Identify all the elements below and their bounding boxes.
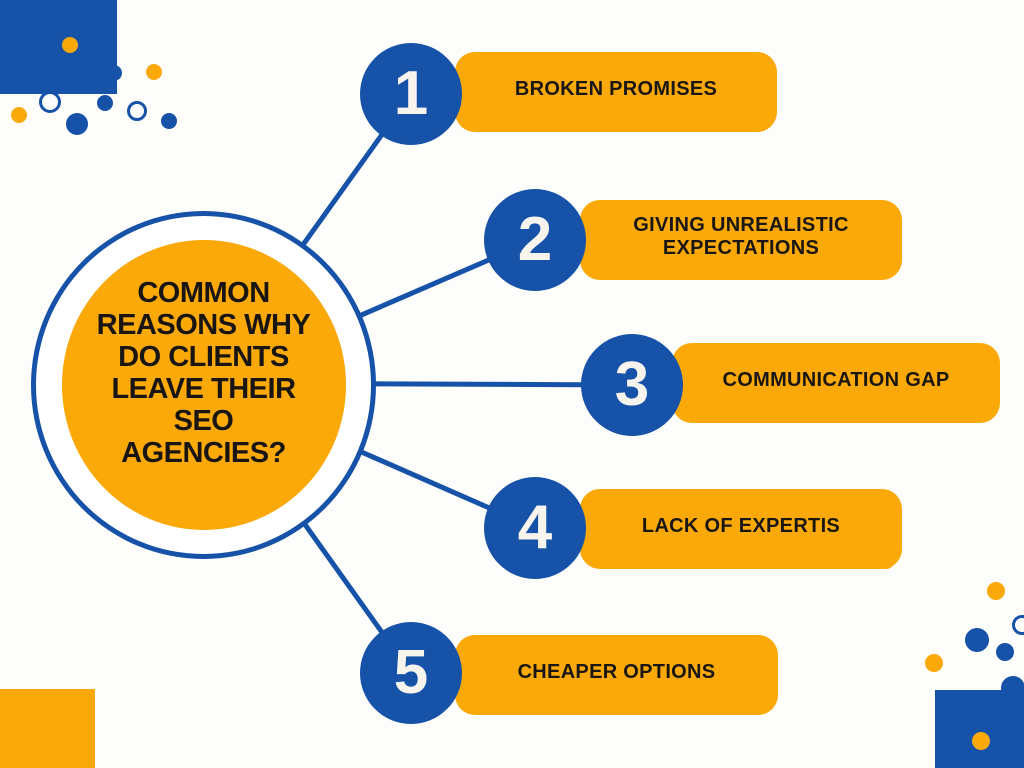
reason-label-4: LACK OF EXPERTIS [641, 514, 841, 537]
page-title: COMMON REASONS WHY DO CLIENTS LEAVE THEI… [97, 277, 311, 469]
reason-label-2: GIVING UNREALISTIC EXPECTATIONS [633, 214, 849, 259]
decor-dot [66, 113, 88, 135]
decor-ring [127, 101, 147, 121]
decor-dot [146, 64, 162, 80]
reason-number-1: 1 [360, 43, 462, 145]
decor-ring [39, 91, 61, 113]
reason-number-text: 3 [614, 350, 650, 419]
decor-square-bottom-right [935, 690, 1024, 768]
reason-pill-3: COMMUNICATION GAP [672, 343, 1000, 423]
reason-number-4: 4 [484, 477, 586, 579]
reason-pill-2: GIVING UNREALISTIC EXPECTATIONS [580, 200, 902, 280]
decor-dot [972, 732, 990, 750]
decor-square-top-left [0, 0, 117, 94]
reason-number-3: 3 [581, 334, 683, 436]
title-line: AGENCIES? [121, 437, 286, 469]
decor-square-bottom-left [0, 689, 95, 768]
reason-pill-4: LACK OF EXPERTIS [580, 489, 902, 569]
decor-dot [987, 582, 1005, 600]
central-title-disc: COMMON REASONS WHY DO CLIENTS LEAVE THEI… [61, 240, 346, 530]
title-line: COMMON [137, 277, 270, 309]
reason-number-text: 5 [393, 638, 429, 707]
reason-number-text: 1 [393, 59, 429, 128]
reason-label-3: COMMUNICATION GAP [722, 368, 950, 391]
reason-number-5: 5 [360, 622, 462, 724]
reason-pill-1: BROKEN PROMISES [455, 52, 777, 132]
decor-dot [161, 113, 177, 129]
reason-number-text: 2 [517, 205, 553, 274]
title-line: LEAVE THEIR [111, 373, 296, 405]
title-line: REASONS WHY [96, 309, 311, 341]
decor-dot [925, 654, 943, 672]
decor-dot [106, 65, 122, 81]
decor-dot [965, 628, 989, 652]
reason-pill-5: CHEAPER OPTIONS [455, 635, 778, 715]
reason-label-5: CHEAPER OPTIONS [517, 660, 716, 683]
title-line: DO CLIENTS [118, 341, 289, 373]
central-circle: COMMON REASONS WHY DO CLIENTS LEAVE THEI… [31, 211, 376, 559]
reason-number-text: 4 [517, 493, 553, 562]
decor-dot [996, 643, 1014, 661]
decor-ring [1012, 615, 1024, 635]
reason-number-2: 2 [484, 189, 586, 291]
reason-label-1: BROKEN PROMISES [514, 77, 718, 100]
decor-dot [97, 95, 113, 111]
decor-dot [11, 107, 27, 123]
title-line: SEO [173, 405, 234, 437]
decor-dot [62, 37, 78, 53]
